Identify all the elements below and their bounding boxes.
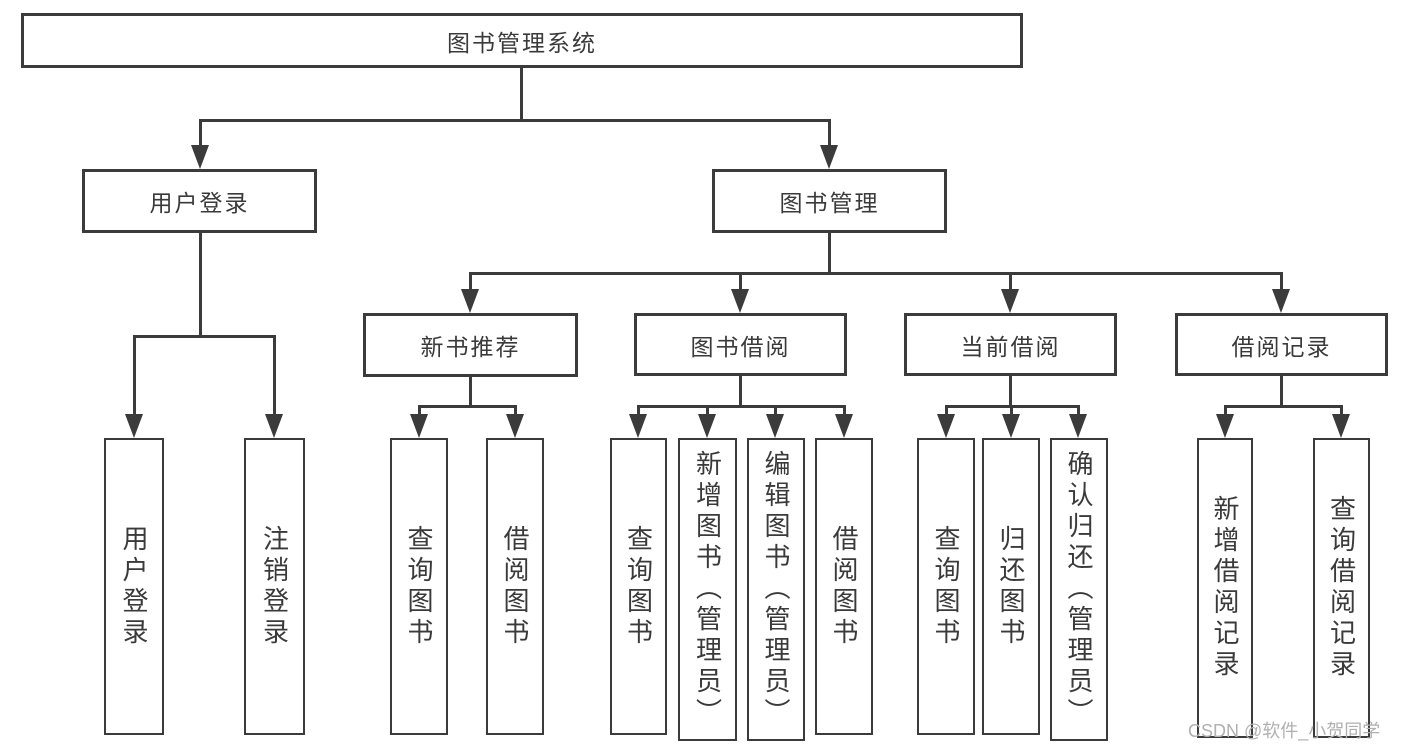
connector-line <box>469 272 472 291</box>
connector-line <box>133 335 136 416</box>
connector-line <box>514 405 517 416</box>
arrow-down-icon <box>1272 289 1290 313</box>
node-borrow-records-label: 借阅记录 <box>1231 333 1332 360</box>
node-current-borrowing: 当前借阅 <box>904 313 1117 376</box>
leaf-user-login: 用户登录 <box>104 438 164 735</box>
leaf-confirm-return-admin-label: 确认归还（管理员） <box>1064 450 1094 729</box>
connector-line <box>273 335 276 416</box>
leaf-return-book-label: 归还图书 <box>996 524 1026 649</box>
arrow-down-icon <box>820 145 838 169</box>
leaf-query-books-recommend: 查询图书 <box>390 438 448 735</box>
connector-line <box>1224 405 1227 416</box>
connector-line <box>199 119 202 147</box>
arrow-down-icon <box>1332 414 1350 438</box>
node-user-login: 用户登录 <box>82 169 317 233</box>
connector-line <box>945 405 948 416</box>
connector-line <box>828 233 831 275</box>
arrow-down-icon <box>1216 414 1234 438</box>
arrow-down-icon <box>835 414 853 438</box>
connector-line <box>469 272 1282 275</box>
leaf-query-books-recommend-label: 查询图书 <box>404 524 434 649</box>
node-current-borrowing-label: 当前借阅 <box>960 333 1061 360</box>
leaf-edit-book-admin-label: 编辑图书（管理员） <box>761 450 791 729</box>
node-book-borrowing-label: 图书借阅 <box>690 333 791 360</box>
arrow-down-icon <box>265 414 283 438</box>
arrow-down-icon <box>1001 289 1019 313</box>
arrow-down-icon <box>461 289 479 313</box>
leaf-add-book-admin: 新增图书（管理员） <box>678 438 737 741</box>
arrow-down-icon <box>410 414 428 438</box>
leaf-query-borrow-record: 查询借阅记录 <box>1313 438 1370 738</box>
connector-line <box>739 375 742 408</box>
connector-line <box>843 405 846 416</box>
connector-line <box>469 376 472 408</box>
leaf-user-login-label: 用户登录 <box>119 524 149 649</box>
connector-line <box>199 232 202 338</box>
arrow-down-icon <box>766 414 784 438</box>
node-new-book-recommend-label: 新书推荐 <box>420 334 521 360</box>
leaf-borrow-books-recommend: 借阅图书 <box>486 438 544 735</box>
arrow-down-icon <box>125 414 143 438</box>
connector-line <box>1077 405 1080 416</box>
arrow-down-icon <box>937 414 955 438</box>
leaf-add-borrow-record-label: 新增借阅记录 <box>1210 495 1240 681</box>
connector-line <box>828 119 831 147</box>
leaf-add-book-admin-label: 新增图书（管理员） <box>692 450 723 729</box>
node-user-login-label: 用户登录 <box>149 190 250 216</box>
connector-line <box>1280 375 1283 408</box>
arrow-down-icon <box>1002 414 1020 438</box>
connector-line <box>1010 405 1013 416</box>
connector-line <box>133 335 276 338</box>
node-new-book-recommend: 新书推荐 <box>363 313 578 377</box>
connector-line <box>1280 272 1283 291</box>
connector-line <box>418 405 421 416</box>
connector-line <box>520 68 523 122</box>
connector-line <box>637 405 846 408</box>
leaf-query-books-current-label: 查询图书 <box>931 524 961 649</box>
node-root: 图书管理系统 <box>21 13 1023 68</box>
leaf-confirm-return-admin: 确认归还（管理员） <box>1050 438 1108 741</box>
csdn-watermark: CSDN @软件_小贺同学 <box>1188 721 1381 741</box>
leaf-query-books-borrow: 查询图书 <box>610 438 667 735</box>
connector-line <box>774 405 777 416</box>
connector-line <box>1340 405 1343 416</box>
connector-line <box>1009 375 1012 408</box>
leaf-logout-label: 注销登录 <box>259 524 290 649</box>
node-borrow-records: 借阅记录 <box>1175 313 1388 376</box>
leaf-borrow-books-recommend-label: 借阅图书 <box>500 524 530 649</box>
leaf-return-book: 归还图书 <box>982 438 1040 735</box>
connector-line <box>739 272 742 291</box>
connector-line <box>706 405 709 416</box>
arrow-down-icon <box>731 289 749 313</box>
connector-line <box>199 119 831 122</box>
node-book-management: 图书管理 <box>712 169 947 233</box>
connector-line <box>1009 272 1012 291</box>
arrow-down-icon <box>191 145 209 169</box>
arrow-down-icon <box>1069 414 1087 438</box>
leaf-query-books-current: 查询图书 <box>917 438 975 735</box>
connector-line <box>637 405 640 416</box>
leaf-logout: 注销登录 <box>244 438 305 735</box>
arrow-down-icon <box>629 414 647 438</box>
node-book-management-label: 图书管理 <box>779 190 880 216</box>
arrow-down-icon <box>506 414 524 438</box>
connector-line <box>1224 405 1342 408</box>
leaf-borrow-books: 借阅图书 <box>815 438 873 735</box>
leaf-query-borrow-record-label: 查询借阅记录 <box>1326 495 1357 681</box>
arrow-down-icon <box>698 414 716 438</box>
node-book-borrowing: 图书借阅 <box>634 313 847 376</box>
leaf-add-borrow-record: 新增借阅记录 <box>1197 438 1253 738</box>
connector-line <box>418 405 517 408</box>
leaf-edit-book-admin: 编辑图书（管理员） <box>747 438 805 741</box>
leaf-query-books-borrow-label: 查询图书 <box>623 524 654 649</box>
node-root-label: 图书管理系统 <box>447 29 597 56</box>
leaf-borrow-books-label: 借阅图书 <box>829 524 859 649</box>
